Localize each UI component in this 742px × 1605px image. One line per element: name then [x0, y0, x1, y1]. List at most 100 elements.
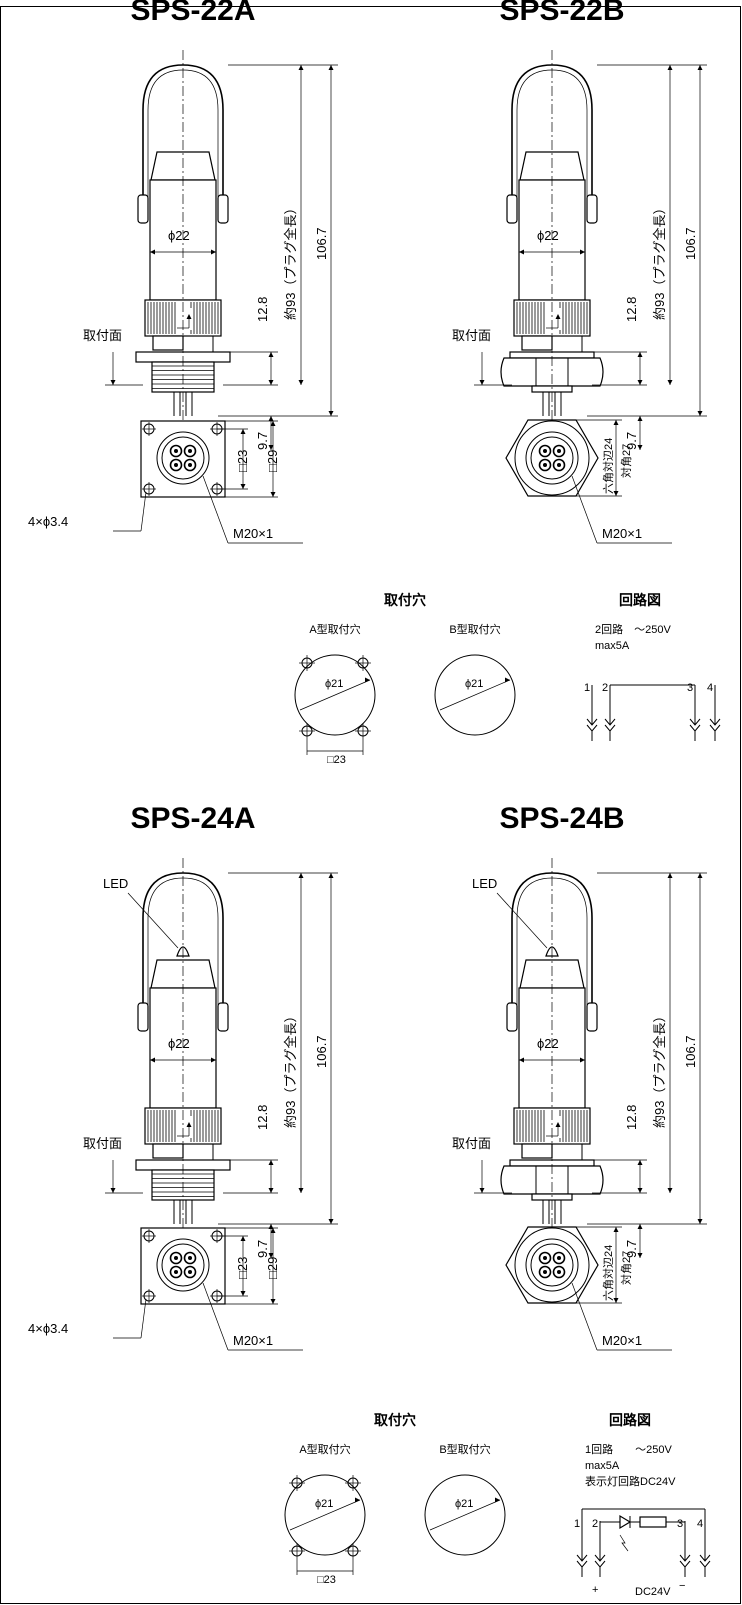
- pivot-left: [506, 1002, 518, 1032]
- circuit-heading: 回路図: [609, 1412, 651, 1428]
- contact-pin-core: [543, 1256, 547, 1260]
- thread-leader: [202, 1282, 229, 1351]
- dim-plug-length-arrow-bottom: [667, 380, 673, 385]
- circuit-note: 2回路 ～250V: [595, 623, 671, 636]
- dim-plug-length-arrow-top: [298, 65, 304, 70]
- diode-symbol: [619, 1514, 632, 1530]
- contact-pin-core: [543, 1270, 547, 1274]
- thread-leader: [571, 475, 598, 544]
- dim-sq23-arrow-top: [240, 429, 246, 434]
- contact-pin: [538, 1251, 552, 1265]
- mount-a-pitch-label: □23: [317, 1574, 336, 1586]
- terminal-symbol: [586, 718, 598, 726]
- hex-nut: [500, 357, 604, 387]
- pivot-right: [217, 1002, 229, 1032]
- key-arrow: [555, 314, 561, 319]
- diameter-arrow-right: [580, 1057, 585, 1063]
- dim-hex-arrow-top: [613, 420, 619, 425]
- dim-total-length-arrow-bottom: [697, 411, 703, 416]
- mount-a-label: A型取付穴: [309, 622, 360, 636]
- terminal-symbol: [594, 1554, 606, 1562]
- dim-12-8-arrow-bottom: [637, 1188, 643, 1193]
- dim-plug-length-arrow-top: [667, 65, 673, 70]
- model-title: SPS-22B: [499, 0, 624, 27]
- circuit-note: max5A: [585, 1460, 620, 1472]
- mount-a-circle: [294, 654, 376, 736]
- contact-pin: [169, 444, 183, 458]
- dim-12-8-arrow-top: [268, 1160, 274, 1165]
- mount-face-label: 取付面: [452, 1136, 491, 1151]
- dim-sq29-arrow-top: [270, 1228, 276, 1233]
- dim-9-7-arrow-bottom: [637, 445, 643, 450]
- diameter-arrow-left: [519, 249, 524, 255]
- connector-outer: [156, 1238, 210, 1292]
- diameter-arrow-left: [150, 1057, 155, 1063]
- dim-total-length-arrow-bottom: [328, 1219, 334, 1224]
- dim-9-7-label: 9.7: [255, 432, 270, 450]
- dim-12-8-arrow-top: [637, 352, 643, 357]
- dim-9-7-arrow-bottom: [637, 1253, 643, 1258]
- mount-b-dia: [439, 679, 511, 711]
- dim-9-7-arrow-bottom: [268, 445, 274, 450]
- dim-12-8-label: 12.8: [624, 1105, 639, 1130]
- contact-pin-core: [557, 1270, 561, 1274]
- supply-label: DC24V: [635, 1586, 671, 1598]
- mount-b-dia-arrow: [495, 1497, 500, 1503]
- dim-12-8-arrow-top: [637, 1160, 643, 1165]
- contact-pin: [538, 1265, 552, 1279]
- contact-pin-core: [188, 1270, 192, 1274]
- pivot-right: [586, 1002, 598, 1032]
- dim-total-length-arrow-bottom: [697, 1219, 703, 1224]
- mount-a-dia-arrow: [365, 677, 370, 683]
- contact-pin: [183, 1251, 197, 1265]
- contact-pin: [183, 1265, 197, 1279]
- hex-nut-view: [505, 419, 599, 497]
- mount-a-dia: [299, 679, 371, 711]
- terminal-number: 3: [687, 682, 693, 694]
- terminal-number: 4: [707, 682, 713, 694]
- collar: [521, 1143, 553, 1159]
- dim-plug-label: 約93（プラグ全長）: [283, 1010, 298, 1128]
- mount-b-dia-label: ϕ21: [465, 678, 483, 690]
- pivot-right: [586, 194, 598, 224]
- mount-a-dia: [289, 1499, 361, 1531]
- terminal-symbol: [709, 718, 721, 726]
- contact-pin-core: [188, 463, 192, 467]
- collar-right: [183, 1143, 214, 1160]
- diameter-label: ϕ22: [537, 228, 559, 243]
- dim-9-7-label: 9.7: [624, 432, 639, 450]
- sheet-border: [0, 6, 741, 1604]
- mount-a-dia-label: ϕ21: [325, 678, 343, 690]
- led-label: LED: [472, 876, 497, 891]
- holes-label: 4×ϕ3.4: [28, 1321, 68, 1336]
- contact-pin-core: [174, 463, 178, 467]
- terminal-symbol: [709, 724, 721, 732]
- sq-inner-label: □23: [235, 450, 250, 472]
- contact-pin: [552, 1265, 566, 1279]
- thread-label: M20×1: [233, 526, 273, 541]
- dim-total-length-arrow-top: [697, 873, 703, 878]
- dim-plug-label: 約93（プラグ全長）: [652, 1010, 667, 1128]
- mounting-heading: 取付穴: [374, 1412, 416, 1428]
- collar: [152, 1143, 184, 1159]
- contact-pin: [538, 458, 552, 472]
- mount-face-arrow: [479, 380, 485, 385]
- diameter-arrow-left: [519, 1057, 524, 1063]
- diameter-arrow-right: [580, 249, 585, 255]
- diameter-label: ϕ22: [168, 228, 190, 243]
- dim-hex-arrow-bottom: [613, 491, 619, 496]
- dim-9-7-arrow-top: [637, 1224, 643, 1229]
- model-title: SPS-24B: [499, 802, 624, 835]
- dim-total-label: 106.7: [314, 1035, 329, 1068]
- connector-outer: [525, 431, 579, 485]
- sq-outer-label: □29: [265, 450, 280, 472]
- dim-plug-label: 約93（プラグ全長）: [652, 202, 667, 320]
- mount-a-label: A型取付穴: [299, 1442, 350, 1456]
- dim-total-length-arrow-top: [697, 65, 703, 70]
- contact-pin: [169, 458, 183, 472]
- dim-9-7-arrow-top: [637, 416, 643, 421]
- dim-9-7-label: 9.7: [624, 1240, 639, 1258]
- holes-label: 4×ϕ3.4: [28, 514, 68, 529]
- holes-leader: [140, 1298, 147, 1339]
